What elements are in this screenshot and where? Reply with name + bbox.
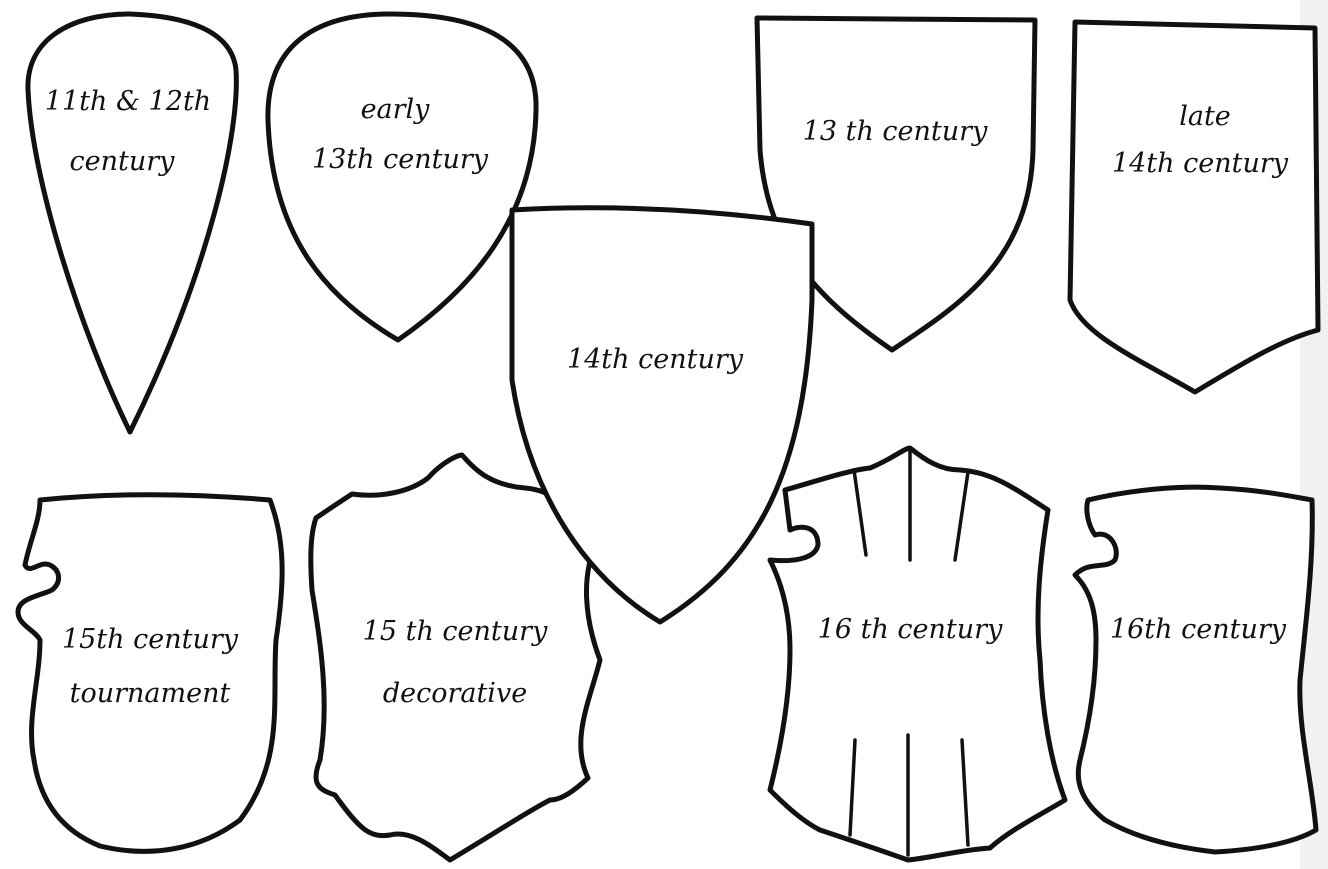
- svg-text:century: century: [70, 146, 176, 177]
- svg-text:14th century: 14th century: [567, 344, 744, 375]
- svg-text:16th century: 16th century: [1110, 614, 1287, 645]
- shield-late-14th-century: [1070, 22, 1318, 392]
- shield-early-13th-century: [268, 14, 536, 340]
- svg-text:decorative: decorative: [383, 678, 527, 709]
- svg-text:tournament: tournament: [70, 678, 231, 709]
- svg-text:13th century: 13th century: [312, 144, 489, 175]
- shield-15th-century-tournament: [18, 495, 282, 852]
- svg-text:15th century: 15th century: [62, 624, 239, 655]
- svg-text:14th century: 14th century: [1112, 148, 1289, 179]
- svg-text:15 th century: 15 th century: [363, 616, 548, 647]
- label-14th-century: 14th century: [567, 344, 744, 375]
- shield-11th-12th-century: [28, 14, 236, 432]
- shield-16th-century-ribbed: [770, 448, 1065, 860]
- svg-text:early: early: [361, 94, 431, 125]
- shield-16th-century-plain: [1075, 487, 1316, 852]
- svg-text:late: late: [1179, 101, 1231, 132]
- label-13th-century: 13 th century: [803, 116, 988, 147]
- svg-text:13 th century: 13 th century: [803, 116, 988, 147]
- svg-text:16 th century: 16 th century: [818, 614, 1003, 645]
- label-16th-century-ribbed: 16 th century: [818, 614, 1003, 645]
- svg-text:11th & 12th: 11th & 12th: [45, 86, 211, 117]
- label-16th-century-plain: 16th century: [1110, 614, 1287, 645]
